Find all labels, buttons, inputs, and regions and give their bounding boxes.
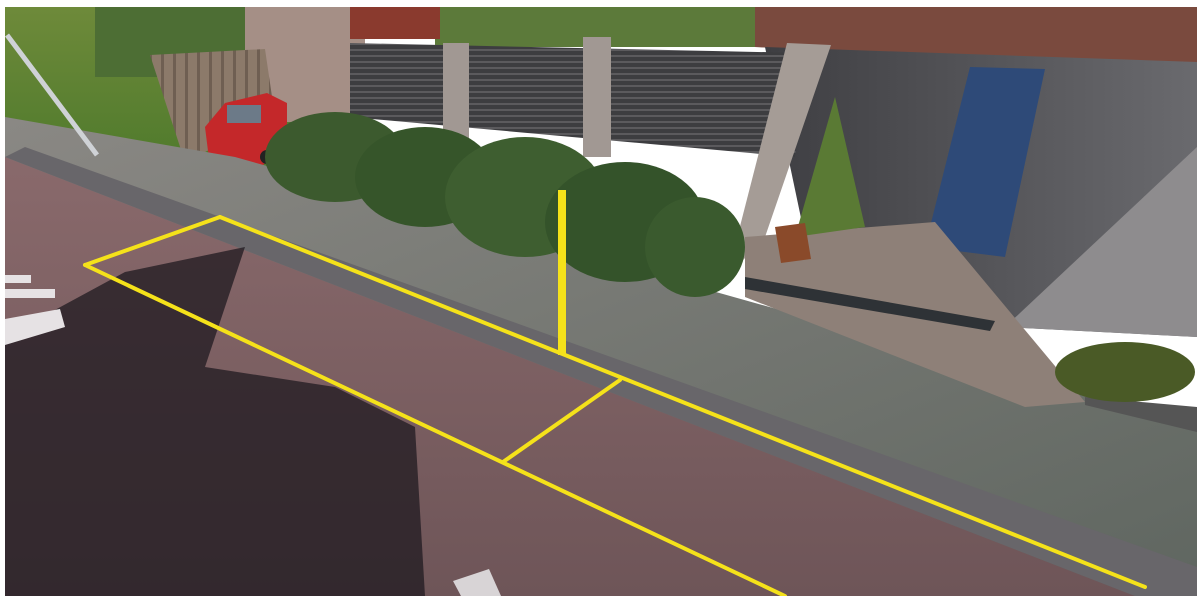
house-door (925, 67, 1045, 257)
wooden-fence (150, 49, 275, 162)
curb-right (1085, 397, 1197, 432)
hedge (265, 112, 745, 297)
red-car (205, 93, 287, 165)
fence-pillar (583, 37, 611, 157)
road-marking-dash (453, 569, 501, 596)
shadow (5, 247, 425, 596)
fence-pillar-large (727, 43, 831, 277)
road-marking-text (5, 275, 65, 345)
fence-pillar (443, 43, 469, 143)
potted-tree (775, 97, 865, 263)
street-photo (5, 7, 1197, 596)
brick-building-roof (350, 7, 440, 39)
garden-shrub (1055, 342, 1195, 402)
parking-bay-outline (83, 215, 1147, 596)
garage-wall (1005, 147, 1197, 337)
street-pole (5, 33, 99, 157)
curb-drain (745, 277, 995, 331)
